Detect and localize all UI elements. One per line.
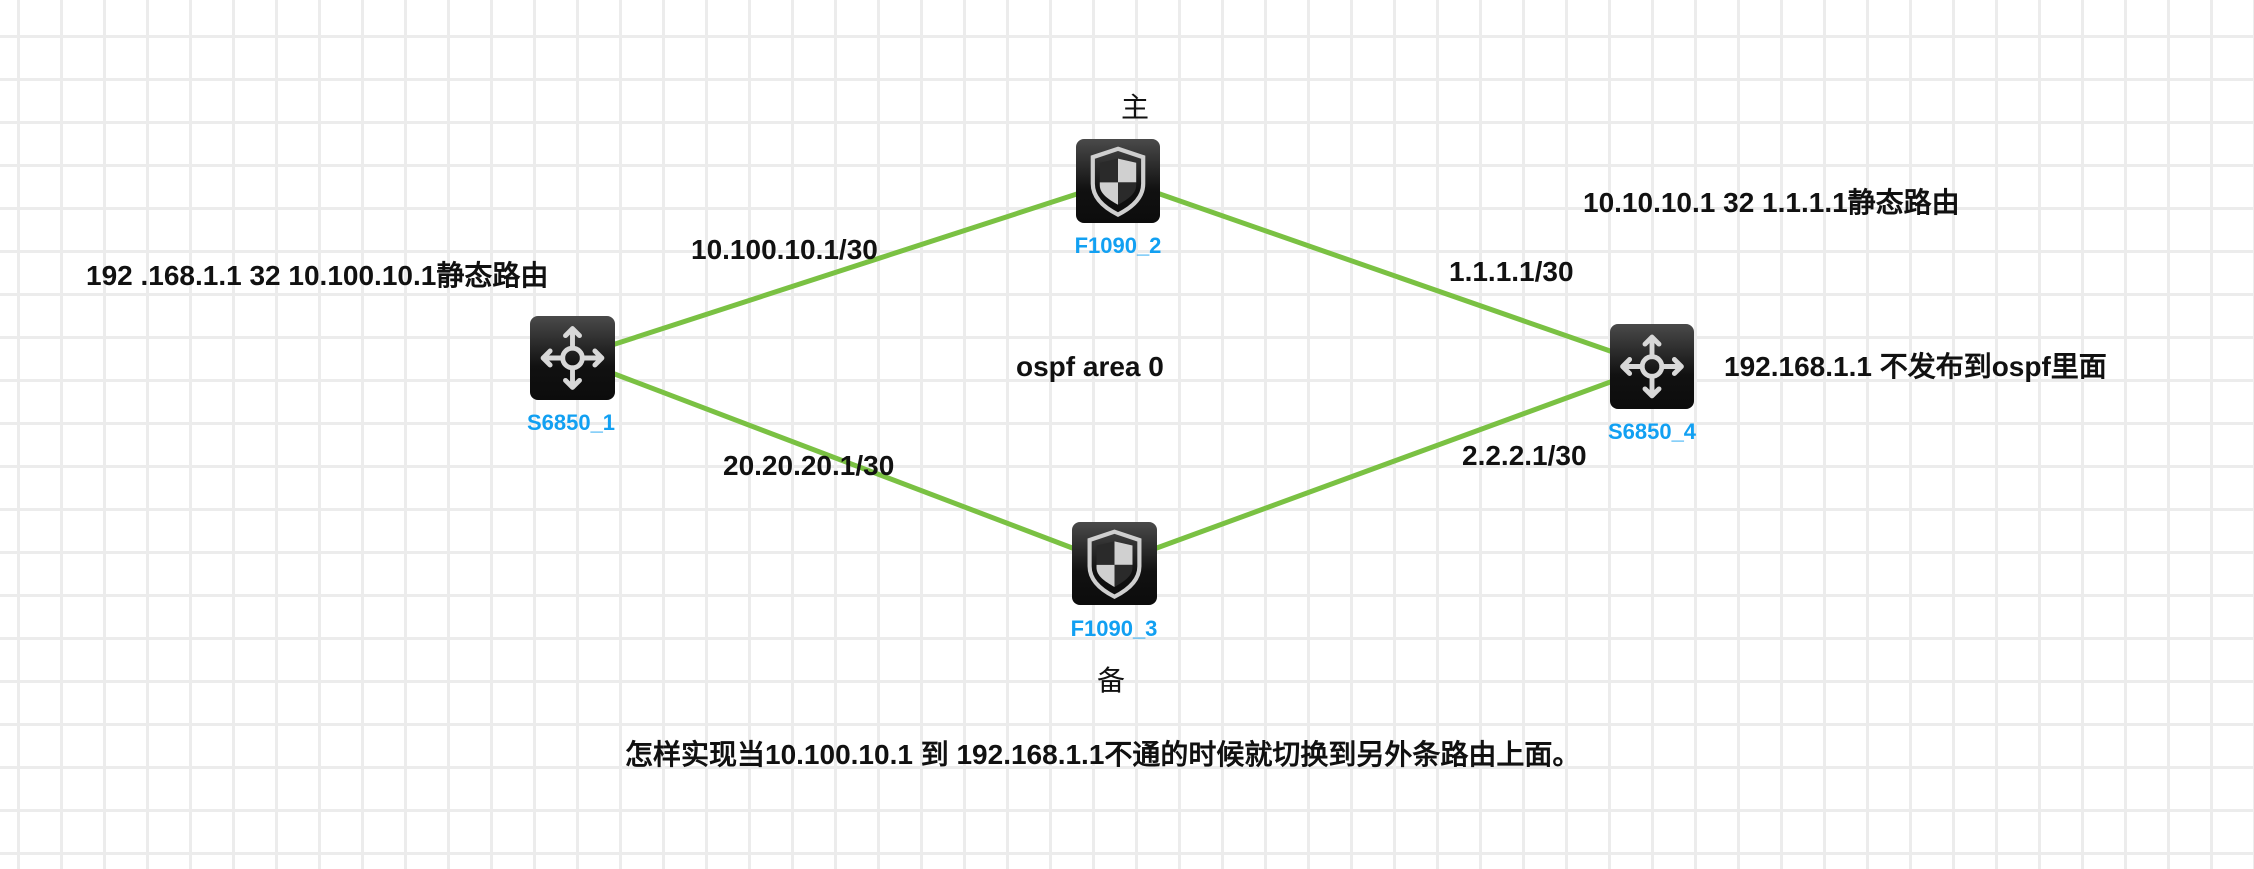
link-f2-s4 xyxy=(1156,190,1614,355)
right-static-route-note: 10.10.10.1 32 1.1.1.1静态路由 xyxy=(1583,187,1960,218)
firewall-f1090-2[interactable] xyxy=(1076,139,1160,223)
link-label-f3-s4: 2.2.2.1/30 xyxy=(1462,440,1587,471)
device-label: F1090_2 xyxy=(1074,233,1162,258)
switch-s6850-1[interactable] xyxy=(530,316,615,400)
link-label-s1-f3: 20.20.20.1/30 xyxy=(723,450,895,481)
device-label: S6850_1 xyxy=(526,410,616,435)
link-label-f2-s4: 1.1.1.1/30 xyxy=(1449,256,1574,287)
switch-icon xyxy=(540,326,605,390)
firewall-f1090-3[interactable] xyxy=(1072,522,1157,605)
ospf-area-label: ospf area 0 xyxy=(1016,351,1164,382)
left-static-route-note: 192 .168.1.1 32 10.100.10.1静态路由 xyxy=(86,260,549,291)
primary-label: 主 xyxy=(1121,91,1150,124)
link-f3-s4 xyxy=(1153,378,1614,552)
device-label: S6850_4 xyxy=(1607,419,1697,444)
link-label-s1-f2: 10.100.10.1/30 xyxy=(691,234,878,265)
link-s1-f3 xyxy=(611,370,1076,552)
shield-icon xyxy=(1090,146,1146,217)
question-text: 怎样实现当10.100.10.1 到 192.168.1.1不通的时候就切换到另… xyxy=(625,739,1581,770)
switch-s6850-4[interactable] xyxy=(1610,324,1694,409)
device-label: F1090_3 xyxy=(1070,616,1158,641)
no-advertise-note: 192.168.1.1 不发布到ospf里面 xyxy=(1724,351,2107,382)
backup-label: 备 xyxy=(1097,664,1126,697)
link-s1-f2 xyxy=(611,190,1081,348)
switch-icon xyxy=(1620,334,1684,399)
shield-icon xyxy=(1087,529,1142,600)
